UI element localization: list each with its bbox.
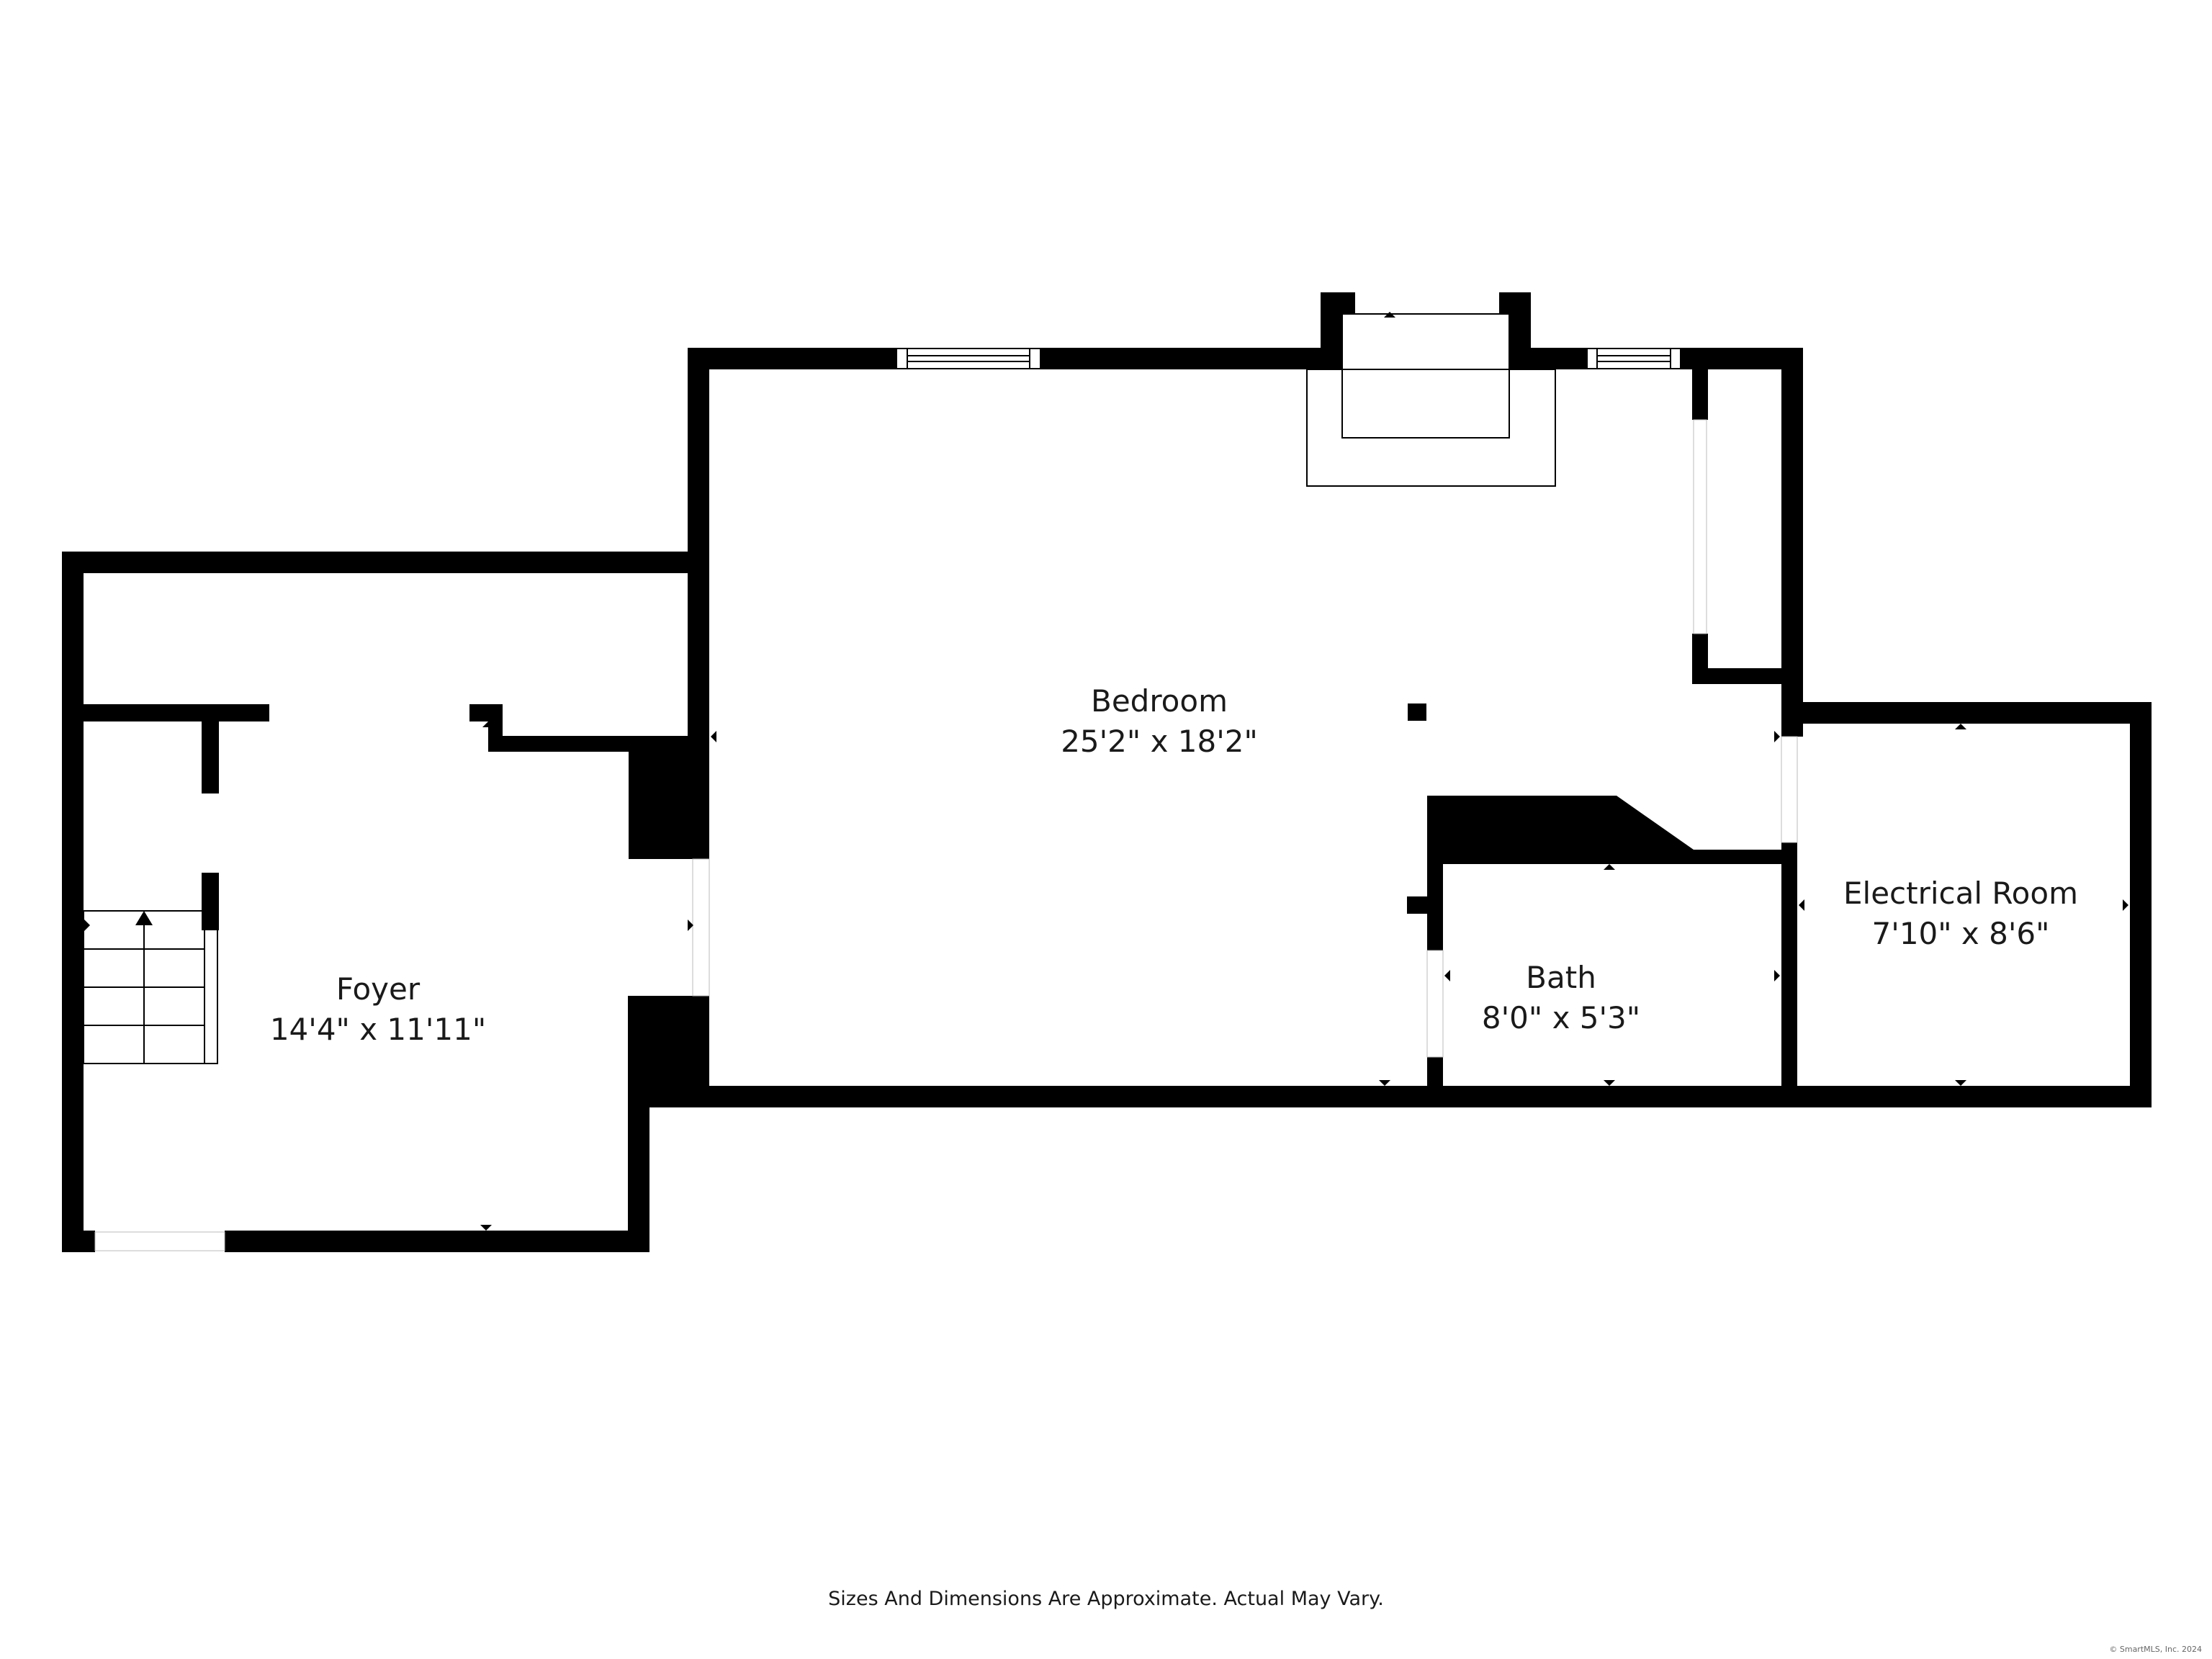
- bedroom-window-right: [1586, 348, 1681, 369]
- foyer-wall-bottom-right: [225, 1231, 649, 1252]
- foyer-bottom-opening: [94, 1231, 225, 1251]
- windows: [896, 348, 1681, 369]
- foyer-top-opening: [269, 706, 469, 720]
- closet-opening: [1693, 419, 1707, 634]
- stair-wall-middle: [202, 873, 219, 930]
- fireplace-inner: [1341, 313, 1510, 439]
- foyer-wall-right: [628, 996, 649, 1252]
- room-dims-bedroom: 25'2" x 18'2": [1061, 724, 1258, 759]
- disclaimer-text: Sizes And Dimensions Are Approximate. Ac…: [828, 1588, 1384, 1610]
- upper-left-wall-top: [62, 552, 709, 573]
- bath-wall-stub: [1407, 896, 1427, 914]
- main-wall-bottom: [648, 1086, 2152, 1107]
- electrical-wall-right: [2130, 702, 2152, 1107]
- stairs: [83, 910, 218, 1064]
- room-name-bedroom: Bedroom: [1091, 683, 1228, 719]
- electrical-wall-left: [1781, 842, 1797, 1107]
- stair-wall-top: [202, 721, 219, 793]
- foyer-wall-bottom-left: [62, 1231, 95, 1252]
- bedroom-window-left: [896, 348, 1041, 369]
- bath-wall-left-bottom: [1427, 1057, 1443, 1100]
- door-openings: [94, 292, 1798, 1251]
- upper-left-wall-right: [693, 552, 709, 740]
- foyer-divider-upper: [629, 737, 709, 859]
- closet-wall-left-top: [1692, 369, 1708, 420]
- room-dims-bath: 8'0" x 5'3": [1481, 1000, 1641, 1035]
- bath-opening: [1426, 950, 1444, 1058]
- room-dims-electrical-room: 7'10" x 8'6": [1871, 916, 2050, 951]
- room-label-bedroom: Bedroom 25'2" x 18'2": [1061, 681, 1258, 762]
- upper-left-wall-left: [62, 552, 84, 1252]
- stair-direction-arrow: [135, 911, 153, 925]
- room-label-foyer: Foyer 14'4" x 11'11": [270, 969, 486, 1050]
- fireplace: [1306, 313, 1556, 487]
- foyer-wall-top-left: [84, 704, 269, 721]
- walls: [62, 292, 2152, 1252]
- room-name-foyer: Foyer: [336, 971, 421, 1007]
- chimney-opening: [1355, 292, 1499, 314]
- bath-wall-left-top: [1427, 796, 1443, 950]
- room-dims-foyer: 14'4" x 11'11": [269, 1012, 487, 1047]
- closet-wall-bottom: [1692, 668, 1803, 684]
- fireplace-hearth: [1306, 369, 1556, 487]
- electrical-wall-top: [1781, 702, 2152, 724]
- bath-wall-top: [1427, 796, 1781, 864]
- room-name-bath: Bath: [1526, 960, 1596, 995]
- electrical-opening: [1781, 736, 1798, 843]
- room-name-electrical-room: Electrical Room: [1843, 876, 2078, 911]
- door-markers: [84, 312, 2128, 1231]
- foyer-bedroom-opening: [692, 858, 710, 997]
- bedroom-column: [1408, 703, 1426, 721]
- foyer-wall-top-step: [488, 736, 709, 752]
- copyright-text: © SmartMLS, Inc. 2024: [2109, 1645, 2202, 1654]
- stair-opening: [203, 793, 217, 873]
- room-label-bath: Bath 8'0" x 5'3": [1482, 958, 1640, 1038]
- chimney-wall-top-left: [1321, 292, 1355, 314]
- room-label-electrical-room: Electrical Room 7'10" x 8'6": [1843, 873, 2078, 954]
